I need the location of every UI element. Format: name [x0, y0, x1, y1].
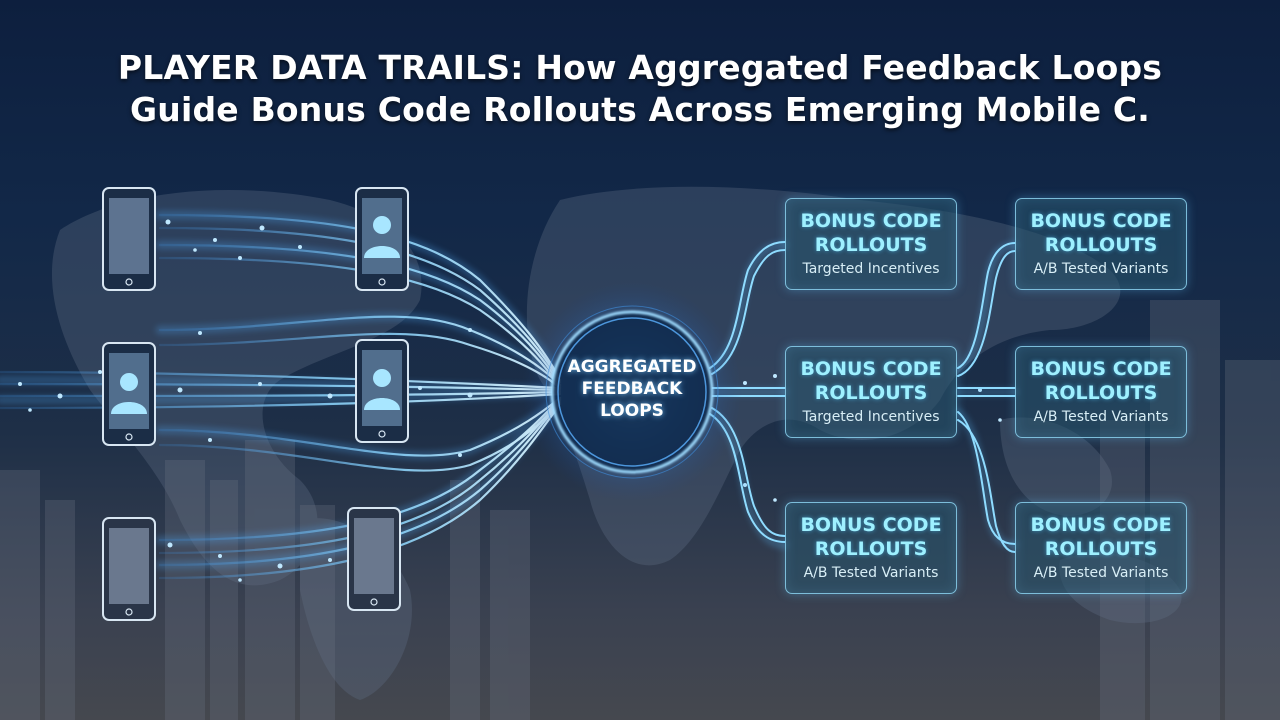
hub-label-line-3: LOOPS [600, 401, 664, 421]
box-subtitle: Targeted Incentives [802, 409, 940, 425]
hub-label-line-2: FEEDBACK [581, 379, 683, 399]
hub-label-line-1: AGGREGATED [567, 357, 697, 377]
aggregated-feedback-hub [522, 282, 742, 502]
box-subtitle: A/B Tested Variants [1033, 409, 1169, 425]
box-subtitle: A/B Tested Variants [803, 565, 939, 581]
hub-label: AGGREGATED FEEDBACK LOOPS [552, 356, 712, 422]
player-device-center-bottom [347, 507, 401, 611]
player-device-center-top [355, 187, 409, 291]
page-title-line-1: PLAYER DATA TRAILS: How Aggregated Feedb… [117, 48, 1163, 87]
player-device-left-bottom [102, 517, 156, 621]
city-skyline-left [0, 440, 530, 720]
user-silhouette-icon [111, 373, 147, 414]
user-silhouette-icon [364, 216, 400, 258]
user-silhouette-icon [364, 369, 400, 410]
stream-particles [18, 219, 1002, 582]
player-device-left-top [102, 187, 156, 291]
box-subtitle: A/B Tested Variants [1033, 565, 1169, 581]
box-subtitle: A/B Tested Variants [1033, 261, 1169, 277]
player-device-center-middle [355, 339, 409, 443]
player-device-left-middle [102, 342, 156, 446]
box-subtitle: Targeted Incentives [802, 261, 940, 277]
page-title-line-2: Guide Bonus Code Rollouts Across Emergin… [129, 90, 1150, 129]
